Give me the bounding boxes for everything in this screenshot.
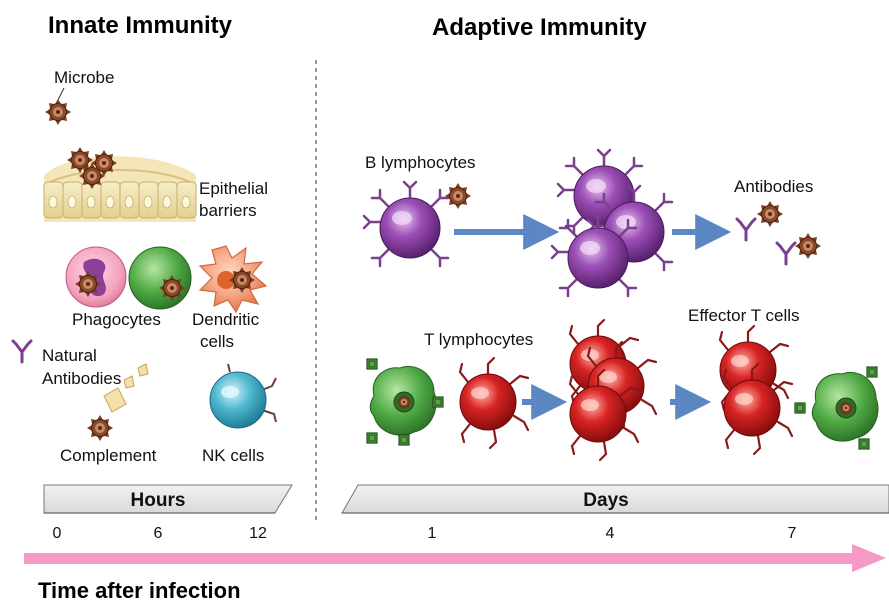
epithelial-label-2: barriers	[199, 201, 257, 220]
macrophage-icon	[128, 246, 192, 310]
microbe-icon	[44, 98, 72, 126]
complement-icon	[86, 363, 149, 442]
b-cell-clones-icon	[550, 148, 674, 298]
dendritic-label-1: Dendritic	[192, 310, 260, 329]
b-lymphocytes-label: B lymphocytes	[365, 153, 476, 172]
natural-antibody-icon	[11, 339, 33, 364]
days-bar	[341, 484, 889, 514]
adaptive-heading: Adaptive Immunity	[432, 14, 647, 41]
dendritic-label-2: cells	[200, 332, 234, 351]
t-cell-clones-icon	[568, 318, 658, 462]
natural-antibodies-label-1: Natural	[42, 346, 97, 365]
dendritic-cell-icon	[198, 245, 268, 314]
day-tick-4: 4	[606, 525, 615, 542]
hour-tick-12: 12	[249, 525, 267, 542]
t-cell-icon	[458, 356, 530, 450]
neutrophil-icon	[65, 246, 127, 308]
time-axis-title: Time after infection	[38, 578, 241, 603]
epithelial-barrier-icon	[43, 146, 197, 222]
b-cell-antigen-icon	[444, 182, 472, 210]
natural-antibodies-label-2: Antibodies	[42, 369, 121, 388]
innate-heading: Innate Immunity	[48, 12, 233, 39]
epithelial-label-1: Epithelial	[199, 179, 268, 198]
effector-t-cells-icon	[718, 324, 794, 456]
day-tick-7: 7	[788, 525, 797, 542]
nk-cells-label: NK cells	[202, 446, 264, 465]
hour-tick-6: 6	[154, 525, 163, 542]
complement-label: Complement	[60, 446, 157, 465]
hour-tick-0: 0	[53, 525, 62, 542]
nk-cell-icon	[209, 363, 277, 429]
target-cell-icon	[794, 366, 878, 450]
microbe-pointer	[57, 87, 65, 101]
antibodies-icon	[735, 200, 822, 266]
days-label: Days	[583, 490, 628, 511]
effector-t-label: Effector T cells	[688, 306, 800, 325]
t-lymphocytes-label: T lymphocytes	[424, 330, 533, 349]
time-arrow	[24, 544, 886, 572]
phagocytes-label: Phagocytes	[72, 310, 161, 329]
antibodies-label: Antibodies	[734, 177, 813, 196]
b-cell-icon	[362, 180, 450, 268]
day-tick-1: 1	[428, 525, 437, 542]
hours-label: Hours	[131, 490, 186, 511]
antigen-presenting-cell-icon	[366, 358, 444, 446]
microbe-label: Microbe	[54, 68, 114, 87]
